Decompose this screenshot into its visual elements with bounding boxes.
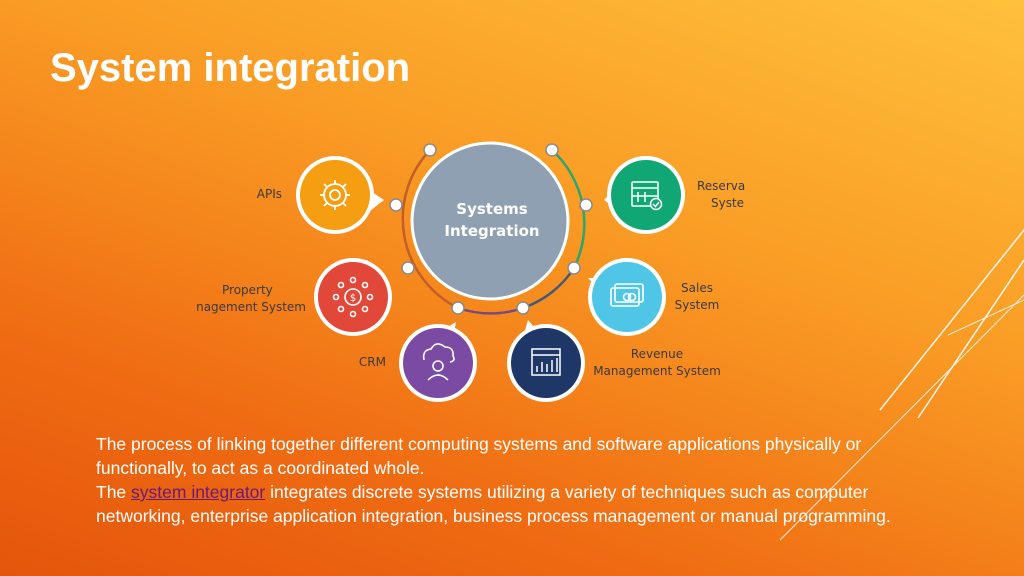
node-revenue-management: [507, 320, 585, 402]
label-reservation: Reservat Syster: [697, 178, 745, 212]
body-paragraph-2: The system integrator integrates discret…: [96, 480, 916, 528]
ring-dot: [567, 261, 581, 275]
label-property-line1: Property: [222, 283, 273, 297]
ring-dot: [401, 261, 415, 275]
svg-text:$: $: [350, 293, 356, 304]
cloud-person-icon: [422, 343, 455, 381]
body-paragraph-2-prefix: The: [96, 482, 132, 502]
center-label-line2: Integration: [444, 222, 540, 240]
ring-dot: [389, 198, 403, 212]
label-sales-line1: Sales: [681, 281, 713, 295]
node-sales: [588, 258, 666, 336]
label-crm: CRM: [358, 355, 386, 369]
node-reservation: [604, 156, 685, 234]
label-revenue-line1: Revenue: [630, 347, 684, 361]
gear-dollar-icon: [320, 180, 350, 210]
ring-dot: [516, 301, 530, 315]
calendar-check-icon: [631, 181, 663, 211]
slide-title: System integration: [50, 46, 411, 90]
ring-dot: [545, 143, 559, 157]
bar-chart-icon: [531, 348, 561, 376]
label-reservation-line1: Reservat: [697, 179, 745, 193]
label-revenue-management: Revenue Management System: [592, 346, 722, 380]
dollar-network-icon: [332, 276, 374, 318]
node-crm: [399, 322, 477, 402]
system-integrator-link[interactable]: system integrator: [131, 482, 266, 502]
label-property-management: Property nagement System: [196, 282, 306, 316]
label-sales-line2: System: [674, 298, 720, 312]
center-label-line1: Systems: [456, 200, 528, 218]
node-property-management: $: [314, 258, 392, 336]
ring-dot: [423, 143, 437, 157]
label-apis: APIs: [256, 187, 282, 201]
ring-dot: [579, 198, 593, 212]
body-paragraph-1: The process of linking together differen…: [96, 434, 862, 478]
label-reservation-line2: Syster: [711, 196, 745, 210]
center-circle: [410, 141, 570, 301]
label-property-line2: nagement System: [196, 300, 306, 314]
ring-dot: [451, 301, 465, 315]
cash-icon: [610, 283, 644, 307]
label-sales: Sales System: [672, 280, 722, 314]
label-revenue-line2: Management System: [593, 364, 721, 378]
node-apis: [296, 156, 384, 234]
center-label: Systems Integration: [430, 198, 554, 242]
body-text: The process of linking together differen…: [96, 432, 916, 528]
body-paragraph-2-suffix: integrates discrete systems utilizing a …: [96, 482, 891, 526]
